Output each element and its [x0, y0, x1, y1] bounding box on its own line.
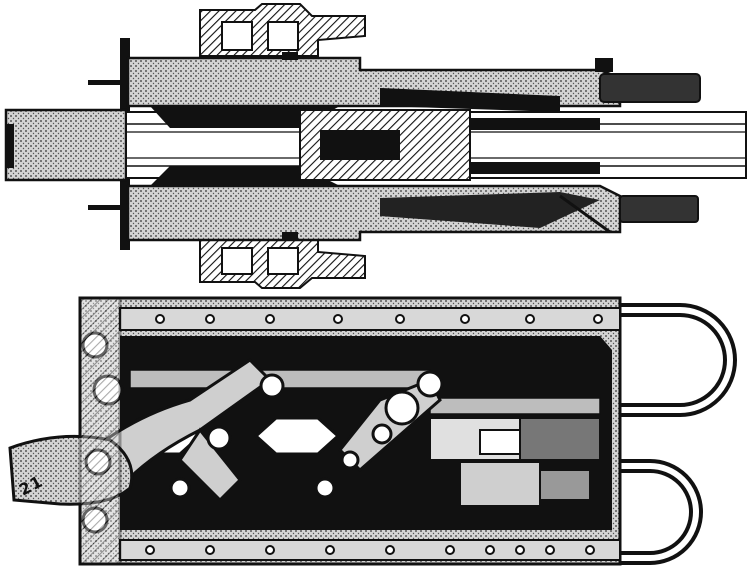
- lower-cylinder: [619, 195, 699, 223]
- front-end-cap: [78, 296, 122, 566]
- upper-return-loop-inner: [500, 307, 733, 413]
- side-view: [8, 296, 737, 566]
- top-view: [4, 3, 747, 289]
- internal-linkage: [150, 88, 611, 234]
- upper-mount-bracket: [199, 3, 366, 57]
- upper-rod: [88, 80, 128, 85]
- rail-bolts: [145, 314, 603, 555]
- valve-blocks: [429, 417, 601, 507]
- lower-return-loop-inner: [520, 463, 699, 561]
- lower-mount-bracket: [199, 235, 366, 289]
- hex-link-right: [253, 416, 341, 456]
- top-nuts: [282, 52, 613, 240]
- upper-cylinder: [599, 73, 701, 103]
- lower-rod: [88, 205, 128, 210]
- right-channel: [429, 397, 601, 415]
- top-rail: [119, 307, 621, 331]
